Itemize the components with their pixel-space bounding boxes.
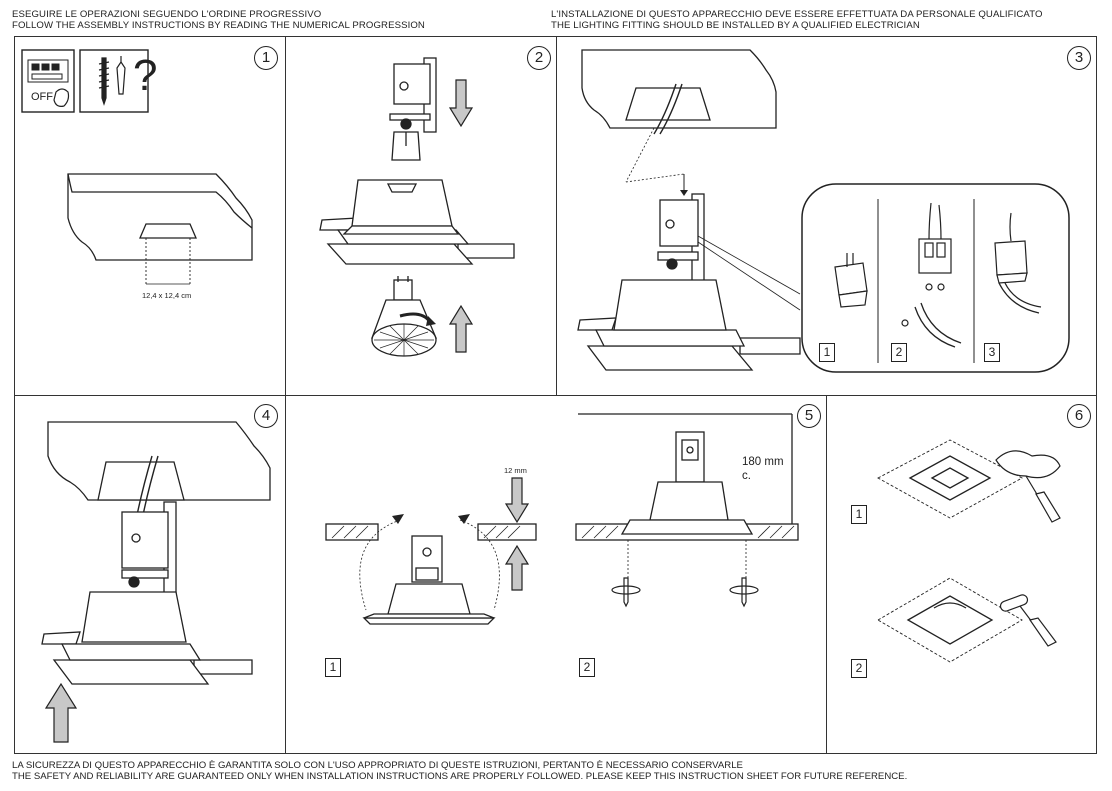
step-3-substep-3: 3 (984, 343, 1000, 362)
height-label-line2: c. (742, 470, 751, 482)
step-2-driver-illustration (389, 57, 437, 161)
step-3-ceiling-wiring (581, 49, 777, 135)
header-left-line2: FOLLOW THE ASSEMBLY INSTRUCTIONS BY READ… (12, 20, 425, 31)
grid-left-border (14, 36, 15, 754)
header-left: ESEGUIRE LE OPERAZIONI SEGUENDO L'ORDINE… (12, 9, 425, 31)
grid-divider-3 (826, 395, 827, 754)
step-6-substep-2: 2 (851, 659, 867, 678)
step-2-down-arrow (448, 79, 474, 128)
off-label: OFF (31, 91, 53, 103)
step-5-number: 5 (797, 404, 821, 428)
step-3-guide-line (625, 127, 688, 196)
grid-divider-2 (556, 36, 557, 395)
step-3-substep-2: 2 (891, 343, 907, 362)
grid-divider-1 (285, 36, 286, 754)
step-4-up-arrow (44, 682, 78, 743)
header-right: L'INSTALLAZIONE DI QUESTO APPARECCHIO DE… (551, 9, 1043, 31)
step-3-wiring-detail-panel (801, 183, 1070, 373)
step-3-substep-1: 1 (819, 343, 835, 362)
step-5b-installed-fixture (575, 413, 799, 608)
step-5a-ceiling-insertion (325, 514, 537, 625)
step-6a-plaster-finish (877, 439, 1061, 523)
step-5a-down-arrow (504, 477, 530, 524)
step-4-number: 4 (254, 404, 278, 428)
height-label-line1: 180 mm (742, 456, 784, 468)
grid-right-border (1096, 36, 1097, 754)
step-2-number: 2 (527, 46, 551, 70)
step-3-fixture-illustration (577, 193, 801, 371)
instruction-grid (14, 36, 1097, 754)
footer-line2: THE SAFETY AND RELIABILITY ARE GUARANTEE… (12, 771, 908, 782)
grid-top-border (14, 36, 1097, 37)
step-1-safety-icons (21, 49, 149, 113)
step-6b-paint-finish (877, 577, 1057, 663)
cutout-dimension-label: 12,4 x 12,4 cm (142, 291, 192, 300)
header-right-line1: L'INSTALLAZIONE DI QUESTO APPARECCHIO DE… (551, 9, 1043, 20)
header-left-line1: ESEGUIRE LE OPERAZIONI SEGUENDO L'ORDINE… (12, 9, 322, 20)
step-5-substep-2: 2 (579, 658, 595, 677)
grid-middle-border (14, 395, 1097, 396)
step-2-up-arrow (448, 304, 474, 353)
footer: LA SICUREZZA DI QUESTO APPARECCHIO È GAR… (12, 760, 907, 782)
step-5-substep-1: 1 (325, 658, 341, 677)
header-right-line2: THE LIGHTING FITTING SHOULD BE INSTALLED… (551, 20, 920, 31)
height-label: 180 mm c. (742, 455, 784, 483)
step-4-ceiling-fixture (41, 421, 271, 685)
step-2-lamp-illustration (371, 276, 437, 357)
step-2-housing-illustration (319, 179, 515, 265)
grid-bottom-border (14, 753, 1097, 754)
thickness-label: 12 mm (504, 466, 527, 475)
step-3-number: 3 (1067, 46, 1091, 70)
question-mark: ? (133, 51, 158, 100)
step-6-number: 6 (1067, 404, 1091, 428)
footer-line1: LA SICUREZZA DI QUESTO APPARECCHIO È GAR… (12, 760, 743, 771)
step-5a-up-arrow (504, 544, 530, 591)
step-1-number: 1 (254, 46, 278, 70)
step-6-substep-1: 1 (851, 505, 867, 524)
step-1-ceiling-cutout (67, 173, 253, 286)
